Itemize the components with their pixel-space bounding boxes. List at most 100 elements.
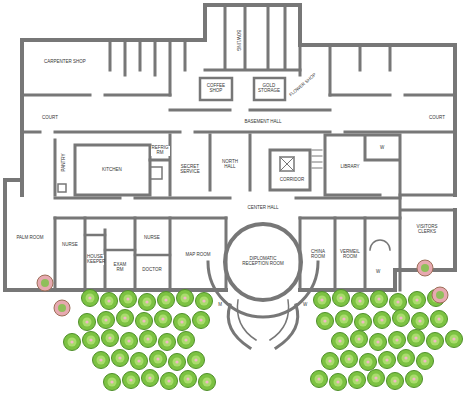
tree: [101, 293, 118, 310]
tree: [387, 373, 404, 390]
room-label: COURT: [429, 116, 446, 121]
tree: [379, 352, 396, 369]
room-label: PANTRY: [62, 153, 67, 172]
tree: [341, 351, 358, 368]
tree: [336, 311, 353, 328]
tree: [174, 314, 191, 331]
tree: [412, 313, 429, 330]
tree: [82, 290, 99, 307]
room-label: W: [379, 146, 384, 151]
tree: [150, 351, 167, 368]
tree: [139, 294, 156, 311]
tree: [370, 334, 387, 351]
tree: [79, 314, 96, 331]
room-label: KITCHEN: [102, 168, 123, 173]
room-label: DOCTOR: [142, 268, 162, 273]
tree: [408, 330, 425, 347]
tree: [140, 331, 157, 348]
tree: [368, 370, 385, 387]
tree: [199, 374, 216, 391]
tree: [332, 333, 349, 350]
room-label: CORRIDOR: [279, 178, 305, 183]
room-label: MAP ROOM: [185, 253, 211, 258]
tree: [333, 290, 350, 307]
tree: [446, 331, 463, 348]
flower-bush: [417, 260, 433, 276]
tree: [83, 332, 100, 349]
room-label: VERMEIL ROOM: [338, 250, 363, 260]
room-label: LIBRARY: [340, 165, 360, 170]
room-label: COURT: [42, 116, 59, 121]
tree: [311, 371, 328, 388]
tree: [409, 292, 426, 309]
tree: [155, 311, 172, 328]
tree: [352, 293, 369, 310]
tree: [417, 353, 434, 370]
tree: [193, 312, 210, 329]
tree: [389, 332, 406, 349]
tree: [131, 353, 148, 370]
tree: [142, 370, 159, 387]
tree: [349, 372, 366, 389]
tree: [371, 291, 388, 308]
room-label: GOLD STORAGE: [256, 84, 283, 94]
tree: [351, 331, 368, 348]
flower-bush: [432, 287, 448, 303]
room-label: EXAM RM: [110, 263, 131, 273]
tree: [317, 313, 334, 330]
tree: [398, 350, 415, 367]
tree: [330, 374, 347, 391]
room-label: W: [302, 303, 307, 308]
tree: [390, 294, 407, 311]
tree: [136, 313, 153, 330]
tree: [427, 333, 444, 350]
tree: [64, 334, 81, 351]
tree: [117, 310, 134, 327]
room-label: W: [375, 270, 380, 275]
tree: [406, 371, 423, 388]
tree: [196, 293, 213, 310]
tree: [180, 371, 197, 388]
room-label: VISITORS CLERKS: [412, 225, 443, 235]
tree: [314, 292, 331, 309]
tree: [177, 290, 194, 307]
tree: [93, 352, 110, 369]
tree: [169, 354, 186, 371]
tree: [322, 353, 339, 370]
room-label: HOUSE KEEPER: [87, 255, 104, 265]
tree: [360, 354, 377, 371]
room-label: NURSE: [144, 236, 161, 241]
tree: [112, 350, 129, 367]
tree: [374, 312, 391, 329]
tree: [161, 373, 178, 390]
tree: [159, 334, 176, 351]
flower-bush: [54, 300, 70, 316]
tree: [178, 332, 195, 349]
tree: [121, 333, 138, 350]
tree: [104, 374, 121, 391]
room-label: SECRET SERVICE: [175, 165, 206, 175]
tree: [98, 312, 115, 329]
room-label: COFFEE SHOP: [204, 84, 229, 94]
room-label: NURSE: [62, 243, 79, 248]
room-label: CARPENTER SHOP: [44, 60, 87, 65]
flower-bush: [37, 275, 53, 291]
room-label: CHINA ROOM: [306, 250, 331, 260]
room-label: NORTH HALL: [219, 160, 242, 170]
tree: [158, 292, 175, 309]
trees: [37, 260, 463, 391]
room-label: BASEMENT HALL: [244, 120, 282, 125]
room-label: BOWLING: [235, 29, 240, 51]
walls: [5, 5, 455, 348]
room-label: PALM ROOM: [16, 236, 44, 241]
tree: [120, 291, 137, 308]
tree: [102, 330, 119, 347]
room-label: FLOWER SHOP: [288, 72, 317, 98]
tree: [393, 310, 410, 327]
room-label: CENTER HALL: [247, 206, 279, 211]
room-label: DIPLOMATIC RECEPTION ROOM: [241, 257, 286, 267]
tree: [355, 314, 372, 331]
room-label: M: [218, 303, 223, 308]
tree: [123, 372, 140, 389]
